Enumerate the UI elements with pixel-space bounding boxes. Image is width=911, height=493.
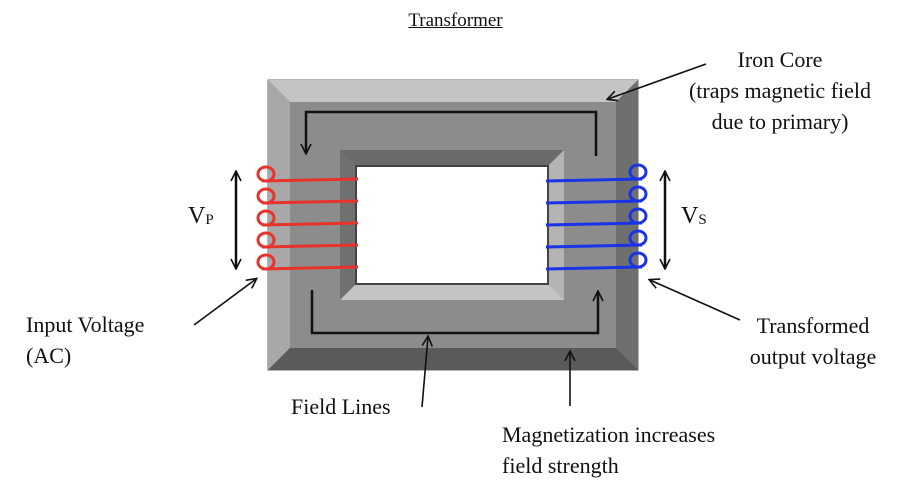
field-line-top: [306, 110, 598, 156]
input-voltage-line-2: (AC): [26, 343, 72, 368]
transformed-output-pointer: [650, 280, 741, 321]
vs-subscript: S: [698, 212, 707, 228]
vp-label: VP: [188, 203, 214, 230]
magnetization-label: Magnetization increases field strength: [502, 419, 715, 481]
vp-symbol: V: [188, 203, 206, 229]
field-lines-pointer: [421, 337, 428, 408]
field-line-bottom: [310, 290, 598, 335]
transformed-output-line-1: Transformed: [756, 313, 870, 338]
vs-symbol: V: [681, 203, 699, 229]
iron-core-label: Iron Core (traps magnetic field due to p…: [660, 44, 900, 137]
field-lines-label: Field Lines: [291, 394, 391, 419]
input-voltage-pointer: [193, 279, 256, 326]
magnetization-line-1: Magnetization increases: [502, 422, 716, 447]
diagram-title: Transformer: [408, 10, 503, 31]
iron-core-line-2: (traps magnetic field: [688, 78, 872, 103]
vs-label: VS: [681, 203, 707, 230]
magnetization-line-2: field strength: [502, 453, 619, 478]
transformed-output-line-2: output voltage: [749, 344, 877, 369]
iron-core-pointer: [608, 63, 707, 99]
input-voltage-label: Input Voltage (AC): [26, 309, 144, 371]
transformed-output-label: Transformed output voltage: [728, 310, 898, 372]
iron-core-line-3: due to primary): [711, 109, 849, 134]
primary-coil: [256, 165, 359, 271]
vp-subscript: P: [205, 212, 214, 228]
iron-core-line-1: Iron Core: [737, 47, 823, 72]
secondary-coil: [545, 163, 648, 271]
input-voltage-line-1: Input Voltage: [26, 312, 145, 337]
